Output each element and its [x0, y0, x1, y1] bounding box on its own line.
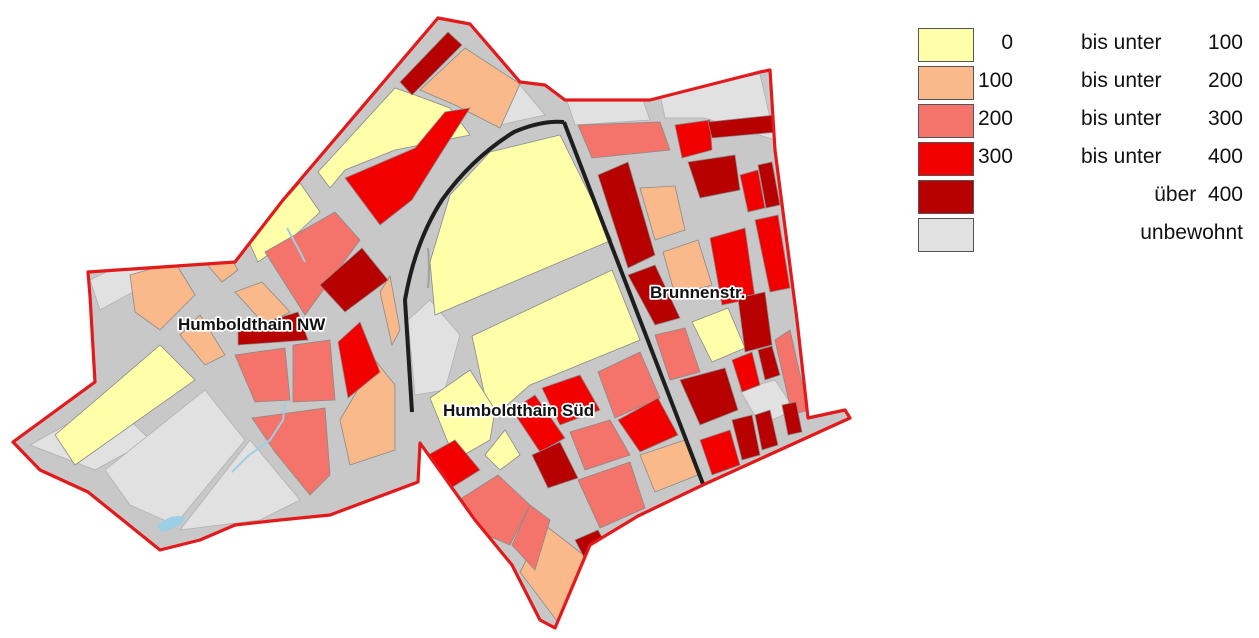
- legend-upper-bound: 200: [1207, 69, 1243, 92]
- block-200-300[interactable]: [597, 351, 661, 419]
- legend-lower-bound: 200: [977, 107, 1013, 130]
- block-0-100[interactable]: [54, 344, 196, 466]
- park-path: [427, 247, 430, 289]
- legend-lower-bound: 300: [977, 145, 1013, 168]
- legend-item: über 400: [918, 180, 1253, 218]
- legend-item: 0 bis unter 100: [918, 28, 1253, 66]
- block-200-300[interactable]: [264, 211, 361, 316]
- block-ueber-400[interactable]: [687, 154, 741, 199]
- legend-item: 200 bis unter 300: [918, 104, 1253, 142]
- legend-lower-bound: 100: [977, 69, 1013, 92]
- block-200-300[interactable]: [577, 461, 646, 529]
- legend-item: unbewohnt: [918, 218, 1253, 256]
- block-ueber-400[interactable]: [531, 441, 579, 489]
- block-100-200[interactable]: [179, 314, 226, 366]
- legend-range-text: bis unter: [1081, 107, 1162, 130]
- legend-swatch-100-200: [918, 66, 974, 100]
- legend-swatch-unbewohnt: [918, 218, 974, 252]
- block-ueber-400[interactable]: [754, 409, 779, 451]
- boundary-brunnenstr: [562, 121, 705, 485]
- legend-swatch-200-300: [918, 104, 974, 138]
- block-ueber-400[interactable]: [757, 161, 781, 209]
- legend-range-text: bis unter: [1081, 31, 1162, 54]
- block-100-200[interactable]: [234, 281, 291, 326]
- legend-item: 300 bis unter 400: [918, 142, 1253, 180]
- block-ueber-400[interactable]: [237, 311, 309, 346]
- legend-range-text: bis unter: [1081, 145, 1162, 168]
- block-100-200[interactable]: [662, 239, 713, 296]
- block-ueber-400[interactable]: [781, 401, 803, 436]
- legend-upper-bound: 300: [1207, 107, 1243, 130]
- legend-range-text: bis unter: [1081, 69, 1162, 92]
- label-humboldthain-sued: Humboldthain Süd: [443, 401, 594, 420]
- block-300-400[interactable]: [754, 214, 791, 293]
- block-300-400[interactable]: [541, 374, 601, 426]
- canal: [231, 227, 306, 473]
- block-300-400[interactable]: [699, 429, 741, 476]
- blocks-layer: [29, 31, 809, 626]
- block-200-300[interactable]: [577, 121, 671, 159]
- block-300-400[interactable]: [511, 394, 566, 453]
- block-ueber-400[interactable]: [757, 345, 781, 381]
- legend-lower-bound: 0: [1001, 31, 1013, 54]
- block-300-400[interactable]: [617, 397, 679, 453]
- block-300-400[interactable]: [674, 119, 713, 159]
- block-ueber-400[interactable]: [399, 31, 463, 96]
- block-300-400[interactable]: [731, 351, 761, 393]
- block-ueber-400[interactable]: [679, 367, 739, 426]
- block-200-300[interactable]: [511, 504, 551, 571]
- boundary-humboldthain-sued: [402, 119, 565, 413]
- legend-swatch-300-400: [918, 142, 974, 176]
- block-unbewohnt[interactable]: [564, 91, 651, 126]
- block-0-100[interactable]: [484, 429, 521, 471]
- block-ueber-400[interactable]: [627, 264, 681, 326]
- block-0-100[interactable]: [429, 134, 613, 316]
- legend-item: 100 bis unter 200: [918, 66, 1253, 104]
- legend-swatch-ueber-400: [918, 180, 974, 214]
- legend-upper-bound: 400: [1207, 145, 1243, 168]
- block-200-300[interactable]: [234, 347, 291, 403]
- district-outline: [11, 16, 852, 630]
- block-100-200[interactable]: [639, 185, 686, 241]
- block-ueber-400[interactable]: [737, 291, 773, 353]
- legend-label-ueber-400: über 400: [1154, 183, 1243, 206]
- block-100-200[interactable]: [419, 47, 521, 129]
- block-300-400[interactable]: [739, 169, 766, 213]
- block-300-400[interactable]: [344, 107, 471, 226]
- block-unbewohnt[interactable]: [179, 439, 301, 531]
- label-brunnenstr: Brunnenstr.: [650, 283, 745, 302]
- block-ueber-400[interactable]: [319, 247, 389, 313]
- block-unbewohnt[interactable]: [407, 299, 461, 396]
- label-humboldthain-nw: Humboldthain NW: [178, 315, 326, 334]
- block-unbewohnt[interactable]: [104, 389, 246, 526]
- legend: 0 bis unter 100 100 bis unter 200 200 bi…: [918, 28, 1253, 256]
- block-0-100[interactable]: [317, 87, 471, 189]
- block-200-300[interactable]: [569, 419, 631, 471]
- block-200-300[interactable]: [654, 327, 701, 381]
- block-ueber-400[interactable]: [731, 414, 761, 461]
- legend-label-unbewohnt: unbewohnt: [1140, 221, 1243, 244]
- block-200-300[interactable]: [251, 407, 331, 496]
- pond: [158, 516, 186, 532]
- legend-upper-bound: 100: [1207, 31, 1243, 54]
- block-300-400[interactable]: [337, 321, 381, 399]
- legend-swatch-0-100: [918, 28, 974, 62]
- block-ueber-400[interactable]: [597, 161, 656, 269]
- block-200-300[interactable]: [292, 339, 336, 403]
